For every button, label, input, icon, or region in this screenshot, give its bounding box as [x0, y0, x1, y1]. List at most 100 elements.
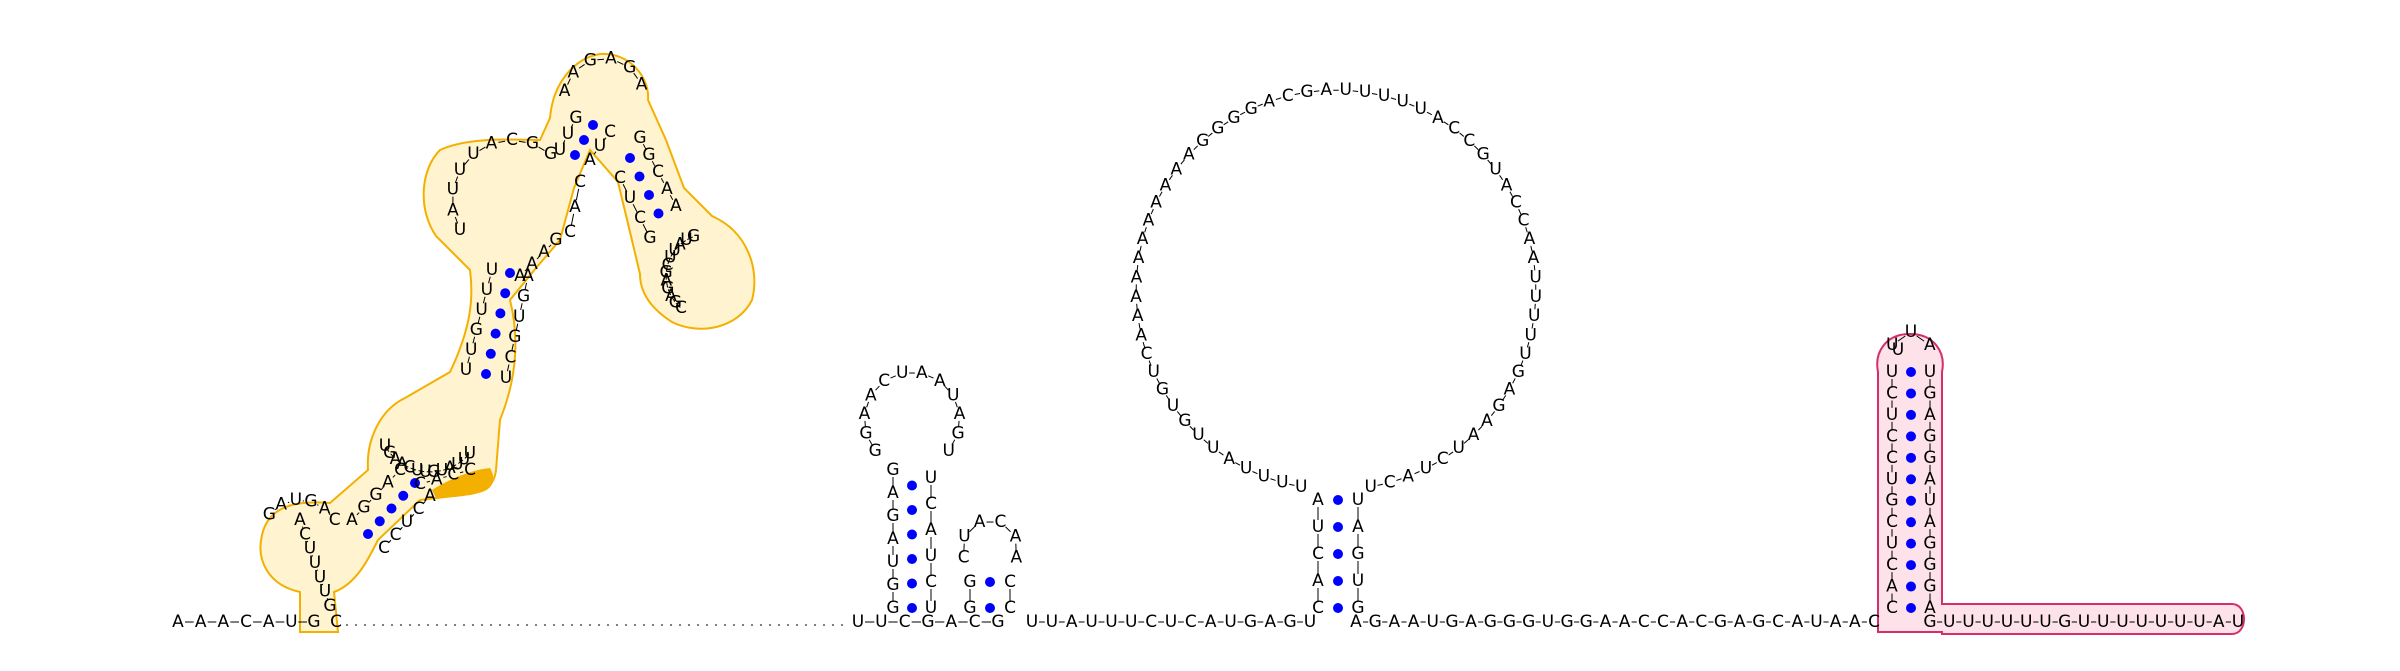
orange-letter: A [275, 495, 287, 515]
pink-loop-letter: U [1886, 335, 1898, 355]
backbone-link [1533, 264, 1536, 271]
backbone-link [667, 289, 672, 296]
large-loop-letter: G [1300, 82, 1313, 102]
orange-letter: G [427, 462, 440, 482]
base-pair-dot [363, 529, 373, 539]
pink-stem-letter: C [1886, 383, 1898, 403]
orange-letter: C [574, 172, 586, 192]
backbone-link [1518, 208, 1522, 215]
backbone-link [1409, 103, 1415, 107]
baseline-run: C [1185, 612, 1197, 632]
backbone-link [1142, 341, 1146, 348]
pink-stem-letter: C [1886, 512, 1898, 532]
base-pair-dot [485, 348, 496, 359]
baseline-run: A [1264, 612, 1276, 632]
baseline-left-tail: A [218, 612, 230, 632]
base-pair-dot [505, 268, 515, 278]
hairpin-b-letter: C [1004, 572, 1016, 592]
orange-letter: C [447, 465, 459, 485]
backbone-link [866, 401, 869, 408]
base-pair-dot [1333, 576, 1343, 586]
backbone-link [1234, 462, 1241, 466]
backbone-link [1431, 462, 1438, 466]
large-loop-letter: U [1529, 267, 1541, 287]
hairpin-b-loop: C [995, 512, 1007, 532]
orange-letter: G [660, 263, 673, 283]
baseline-right-tail: U [2232, 612, 2244, 632]
orange-letter: A [670, 196, 682, 216]
base-pair-dot [1906, 409, 1916, 420]
backbone-link [472, 336, 476, 344]
large-stem-letter: U [1352, 571, 1364, 591]
baseline-right-tail: U [2193, 612, 2205, 632]
base-pair-dot [634, 171, 645, 182]
orange-letter: C [662, 255, 674, 275]
orange-letter: G [526, 134, 539, 154]
large-stem-letter: G [1351, 598, 1364, 618]
base-pair-dot [588, 120, 598, 130]
baseline-run: A [1205, 612, 1217, 632]
backbone-link [1443, 121, 1449, 126]
orange-letter: G [549, 230, 562, 250]
orange-letter: C [614, 168, 626, 188]
backbone-link [567, 78, 571, 85]
pink-stem-letter: U [1886, 534, 1898, 554]
large-loop-letter: C [1437, 449, 1449, 469]
baseline-run: A [1066, 612, 1078, 632]
orange-letter: A [526, 254, 538, 274]
large-loop-letter: U [1207, 438, 1219, 458]
orange-letter: U [309, 553, 321, 573]
baseline-run: A [1408, 612, 1420, 632]
hairpin-b-loop: A [1010, 548, 1022, 568]
large-stem-letter: C [1312, 598, 1324, 618]
hairpin-a-letter: U [925, 546, 937, 566]
backbone-link [1294, 92, 1301, 96]
orange-letter: U [481, 280, 493, 300]
backbone-link [1509, 191, 1513, 197]
large-loop-letter: U [1167, 396, 1179, 416]
backbone-link [1916, 335, 1925, 342]
orange-letter: A [559, 81, 571, 101]
orange-letter: U [379, 436, 391, 456]
base-pair-dot [1906, 452, 1916, 463]
large-loop-letter: U [1295, 477, 1307, 497]
hairpin-a-loop: A [916, 363, 928, 383]
orange-letter: G [517, 286, 530, 306]
hairpin-a-letter: C [925, 572, 937, 592]
large-loop-letter: G [1227, 108, 1240, 128]
backbone-link [951, 439, 956, 445]
orange-letter: A [568, 62, 580, 82]
backbone-link [1005, 526, 1011, 533]
backbone-link [617, 61, 624, 65]
backbone-link [1257, 103, 1263, 107]
backbone-link [642, 143, 647, 150]
large-loop-letter: A [1133, 248, 1145, 268]
baseline-right-tail: U [2039, 612, 2051, 632]
backbone-link [328, 513, 331, 516]
orange-letter: U [460, 360, 472, 380]
backbone-link [388, 539, 392, 544]
base-pair-dot [1906, 388, 1916, 399]
base-pair-dots [363, 120, 1916, 613]
orange-letter: U [680, 230, 692, 250]
baseline-run: U [1026, 612, 1038, 632]
backbone-link [274, 508, 277, 511]
orange-letter: U [464, 443, 476, 463]
baseline-right-tail: U [2020, 612, 2032, 632]
pink-stem-letter: G [1923, 577, 1936, 597]
orange-letter: U [554, 140, 566, 160]
baseline-run: C [1145, 612, 1157, 632]
pink-stem-letter: A [1924, 598, 1936, 618]
pink-stem-letter: A [1886, 577, 1898, 597]
backbone-link [1270, 478, 1276, 481]
baseline-run: G [1522, 612, 1535, 632]
base-pair-dot [1906, 474, 1916, 485]
orange-letter: C [634, 208, 646, 228]
large-loop-letter: U [1489, 159, 1501, 179]
baseline-run: C [1868, 612, 1880, 632]
baseline-run: U [1085, 612, 1097, 632]
backbone-link [890, 375, 896, 379]
backbone-link [368, 499, 372, 503]
large-loop-letter: A [1402, 467, 1414, 487]
backbone-link [1459, 132, 1465, 137]
